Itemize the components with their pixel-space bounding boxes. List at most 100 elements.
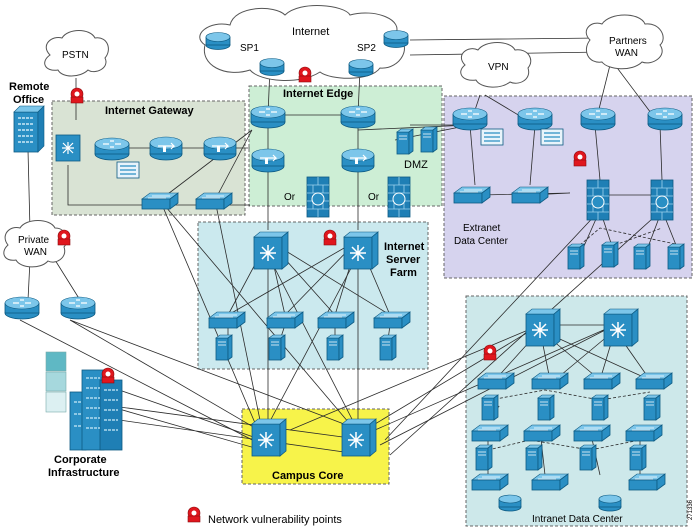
edge-router-right-icon — [340, 105, 376, 129]
private-label-1: Private — [18, 235, 50, 246]
corporate-label-1: Corporate — [54, 454, 107, 466]
sp2-router-icon — [383, 30, 409, 48]
edge-firewall-right-icon — [387, 176, 411, 218]
internet-gateway-label: Internet Gateway — [105, 105, 195, 117]
extranet-label-2: Data Center — [454, 236, 509, 247]
server-farm-label-2: Server — [386, 254, 421, 266]
remote-office-building-icon — [13, 105, 45, 153]
sp2-label: SP2 — [357, 43, 376, 54]
intranet-switch-8-icon — [625, 424, 663, 442]
vuln-marker-intranet-icon — [483, 344, 497, 361]
dmz-server-2-icon — [420, 126, 438, 153]
extranet-router-1-icon — [452, 107, 488, 131]
intranet-server-1-icon — [481, 394, 499, 421]
intranet-switch-6-icon — [523, 424, 561, 442]
extranet-ips-2-icon — [540, 128, 564, 146]
dmz-server-1-icon — [396, 128, 414, 155]
farm-server-2-icon — [268, 334, 286, 361]
internet-label: Internet — [292, 26, 329, 38]
extranet-server-1-icon — [567, 243, 585, 270]
intranet-server-5-icon — [475, 444, 493, 471]
intranet-core-switch-left-icon — [525, 308, 561, 347]
farm-core-switch-left-icon — [253, 231, 289, 270]
remote-office-label-2: Office — [13, 94, 44, 106]
vpn-label: VPN — [488, 62, 509, 73]
or-label-left: Or — [284, 192, 296, 203]
vuln-marker-corporate-icon — [101, 367, 115, 384]
figure-id-label: 271336 — [688, 499, 694, 520]
farm-core-switch-right-icon — [343, 231, 379, 270]
intranet-server-6-icon — [525, 444, 543, 471]
extranet-label-1: Extranet — [463, 223, 500, 234]
intranet-switch-7-icon — [573, 424, 611, 442]
partners-label-2: WAN — [615, 48, 638, 59]
remote-office-label-1: Remote — [9, 81, 49, 93]
intranet-switch-2-icon — [531, 372, 569, 390]
extranet-firewall-left-icon — [586, 179, 610, 221]
or-label-right: Or — [368, 192, 380, 203]
farm-switch-1-icon — [208, 311, 246, 329]
pstn-cloud: PSTN — [44, 30, 109, 77]
sp2-edge-router-icon — [348, 59, 374, 77]
campus-core-switch-left-icon — [251, 418, 287, 457]
intranet-switch-1-icon — [477, 372, 515, 390]
intranet-server-2-icon — [537, 394, 555, 421]
vuln-marker-internet-edge-icon — [298, 66, 312, 83]
gateway-vpn-2-icon — [203, 136, 237, 161]
vuln-marker-server-farm-icon — [323, 229, 337, 246]
sp1-edge-router-icon — [259, 58, 285, 76]
private-label-2: WAN — [24, 247, 47, 258]
server-farm-label-1: Internet — [384, 241, 425, 253]
intranet-switch-11-icon — [628, 473, 666, 491]
farm-switch-4-icon — [373, 311, 411, 329]
gateway-router-icon — [94, 137, 130, 161]
storage-disk-1-icon — [498, 494, 522, 512]
intranet-server-3-icon — [591, 394, 609, 421]
intranet-switch-3-icon — [583, 372, 621, 390]
storage-disk-2-icon — [598, 494, 622, 512]
internet-edge-label: Internet Edge — [283, 88, 353, 100]
vuln-marker-private-wan-icon — [57, 229, 71, 246]
farm-server-1-icon — [215, 334, 233, 361]
extranet-server-4-icon — [667, 243, 685, 270]
access-gateway-icon — [55, 134, 81, 162]
extranet-ips-1-icon — [480, 128, 504, 146]
edge-vpn-left-icon — [251, 148, 285, 173]
farm-switch-2-icon — [266, 311, 304, 329]
farm-server-4-icon — [379, 334, 397, 361]
sp1-label: SP1 — [240, 43, 259, 54]
private-wan-cloud: Private WAN — [3, 220, 68, 268]
intranet-server-8-icon — [629, 444, 647, 471]
dmz-label: DMZ — [404, 159, 428, 171]
gateway-vpn-1-icon — [149, 136, 183, 161]
partners-label-1: Partners — [609, 36, 647, 47]
extranet-firewall-right-icon — [650, 179, 674, 221]
private-wan-router-right-icon — [60, 296, 96, 320]
sp1-router-icon — [205, 32, 231, 50]
intranet-switch-4-icon — [635, 372, 673, 390]
gateway-switch-2-icon — [195, 192, 233, 210]
intranet-server-7-icon — [579, 444, 597, 471]
extranet-router-3-icon — [580, 107, 616, 131]
intranet-core-switch-right-icon — [603, 308, 639, 347]
extranet-router-2-icon — [517, 107, 553, 131]
vuln-marker-legend-icon — [187, 506, 201, 523]
corporate-building-icon — [45, 351, 123, 451]
vuln-marker-extranet-icon — [573, 150, 587, 167]
corporate-label-2: Infrastructure — [48, 467, 120, 479]
edge-firewall-left-icon — [306, 176, 330, 218]
vpn-cloud: VPN — [460, 42, 532, 88]
farm-switch-3-icon — [317, 311, 355, 329]
intranet-switch-5-icon — [471, 424, 509, 442]
extranet-switch-2-icon — [511, 186, 549, 204]
intranet-switch-9-icon — [471, 473, 509, 491]
edge-vpn-right-icon — [341, 148, 375, 173]
server-farm-label-3: Farm — [390, 267, 417, 279]
extranet-server-2-icon — [601, 241, 619, 268]
partners-wan-cloud: Partners WAN — [585, 14, 664, 70]
extranet-router-4-icon — [647, 107, 683, 131]
extranet-switch-1-icon — [453, 186, 491, 204]
gateway-switch-1-icon — [141, 192, 179, 210]
farm-server-3-icon — [326, 334, 344, 361]
